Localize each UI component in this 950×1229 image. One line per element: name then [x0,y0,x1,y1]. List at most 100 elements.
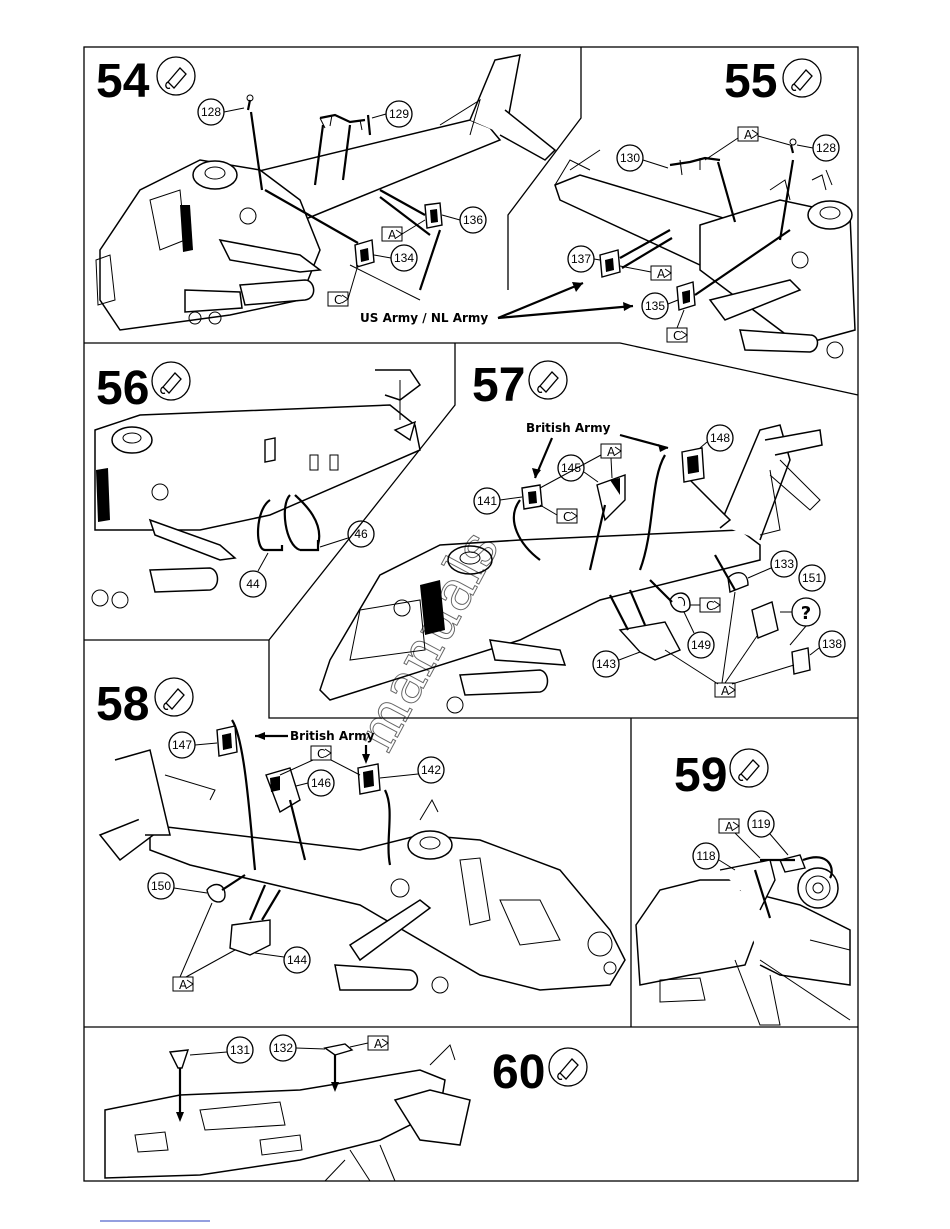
svg-text:130: 130 [620,151,640,165]
svg-text:132: 132 [273,1041,293,1055]
callout-134: 134 [374,245,417,271]
glue-icon [549,1048,587,1086]
british-army-label: British Army [526,421,611,435]
step-54-number: 54 [96,55,150,108]
decal-a-marker: A [350,1036,388,1051]
svg-text:141: 141 [477,494,497,508]
us-nl-army-label: US Army / NL Army [360,311,488,325]
callout-128: 128 [198,99,244,125]
callout-118: 118 [693,843,735,870]
svg-text:A: A [744,128,753,142]
callout-142: 142 [380,757,444,783]
step-54-helicopter-drawing [96,55,555,330]
decal-c-marker: C [667,310,687,343]
glue-icon [157,57,195,95]
svg-text:129: 129 [389,107,409,121]
step-56-number: 56 [96,362,149,415]
svg-text:A: A [657,267,666,281]
glue-icon [529,361,567,399]
step-58-number: 58 [96,678,149,731]
step-54-header: 54 [96,55,195,108]
step-56-callouts: 46 44 [240,521,374,597]
step-60-header: 60 [492,1046,587,1099]
step-57-header: 57 [472,359,567,412]
glue-icon [155,678,193,716]
svg-text:A: A [607,445,616,459]
step-55-header: 55 [724,55,821,108]
svg-text:134: 134 [394,251,414,265]
svg-text:131: 131 [230,1043,250,1057]
callout-146: 146 [296,770,334,796]
svg-text:151: 151 [802,571,822,585]
callout-145: 145 [558,455,598,482]
callout-135: 135 [642,293,678,319]
decal-a-marker: A [705,127,790,160]
decal-a-marker: A [173,903,235,992]
decal-c-marker: C [690,598,720,613]
svg-text:150: 150 [151,879,171,893]
step-60-number: 60 [492,1046,545,1099]
svg-text:C: C [673,329,681,343]
step-59-header: 59 [674,749,768,802]
svg-text:149: 149 [691,638,711,652]
step-55-number: 55 [724,55,777,108]
decal-c-marker: C [328,265,358,307]
svg-text:119: 119 [751,817,770,831]
svg-text:46: 46 [354,527,368,541]
glue-icon [730,749,768,787]
callout-136: 136 [442,207,486,233]
svg-text:145: 145 [561,461,581,475]
decal-a-marker: A [620,266,671,281]
svg-text:136: 136 [463,213,483,227]
svg-text:147: 147 [172,738,192,752]
decal-a-marker: A [382,220,425,242]
callout-143: 143 [593,651,640,677]
svg-text:C: C [317,747,325,761]
svg-text:133: 133 [774,557,794,571]
svg-text:128: 128 [816,141,836,155]
step-60-callouts: 131 132 A [190,1035,388,1063]
callout-150: 150 [148,873,207,899]
svg-text:142: 142 [421,763,441,777]
step-60-helicopter-drawing [105,1044,470,1181]
svg-text:A: A [374,1037,383,1051]
callout-132: 132 [270,1035,325,1061]
svg-text:138: 138 [822,637,842,651]
step-56-header: 56 [96,362,190,415]
svg-text:146: 146 [311,776,331,790]
svg-text:A: A [179,978,188,992]
callout-144: 144 [255,947,310,973]
svg-text:137: 137 [571,252,591,266]
glue-icon [152,362,190,400]
callout-137: 137 [568,246,600,272]
svg-text:44: 44 [246,577,260,591]
callout-148: 148 [700,425,733,451]
svg-text:143: 143 [596,657,616,671]
step-59-callouts: A 119 118 [693,811,788,870]
callout-131: 131 [190,1037,253,1063]
svg-text:135: 135 [645,299,665,313]
callout-128-b: 128 [797,135,839,161]
callout-119: 119 [748,811,788,855]
callout-129: 129 [372,101,412,127]
callout-130: 130 [617,145,668,171]
callout-46: 46 [320,521,374,547]
step-58-header: 58 [96,678,193,731]
svg-text:118: 118 [696,849,715,863]
callout-149: 149 [684,612,714,658]
callout-138: 138 [810,631,845,657]
svg-text:C: C [706,599,714,613]
glue-icon [783,59,821,97]
step-59-number: 59 [674,749,727,802]
svg-text:A: A [725,820,734,834]
step-55-helicopter-drawing [555,139,855,358]
svg-text:C: C [563,510,571,524]
decal-c-marker: C [540,505,577,524]
step-59-helicopter-drawing [636,855,850,1025]
svg-text:A: A [721,684,730,698]
svg-text:148: 148 [710,431,730,445]
svg-text:C: C [334,293,342,307]
question-mark: ? [801,603,811,624]
callout-147: 147 [169,732,217,758]
